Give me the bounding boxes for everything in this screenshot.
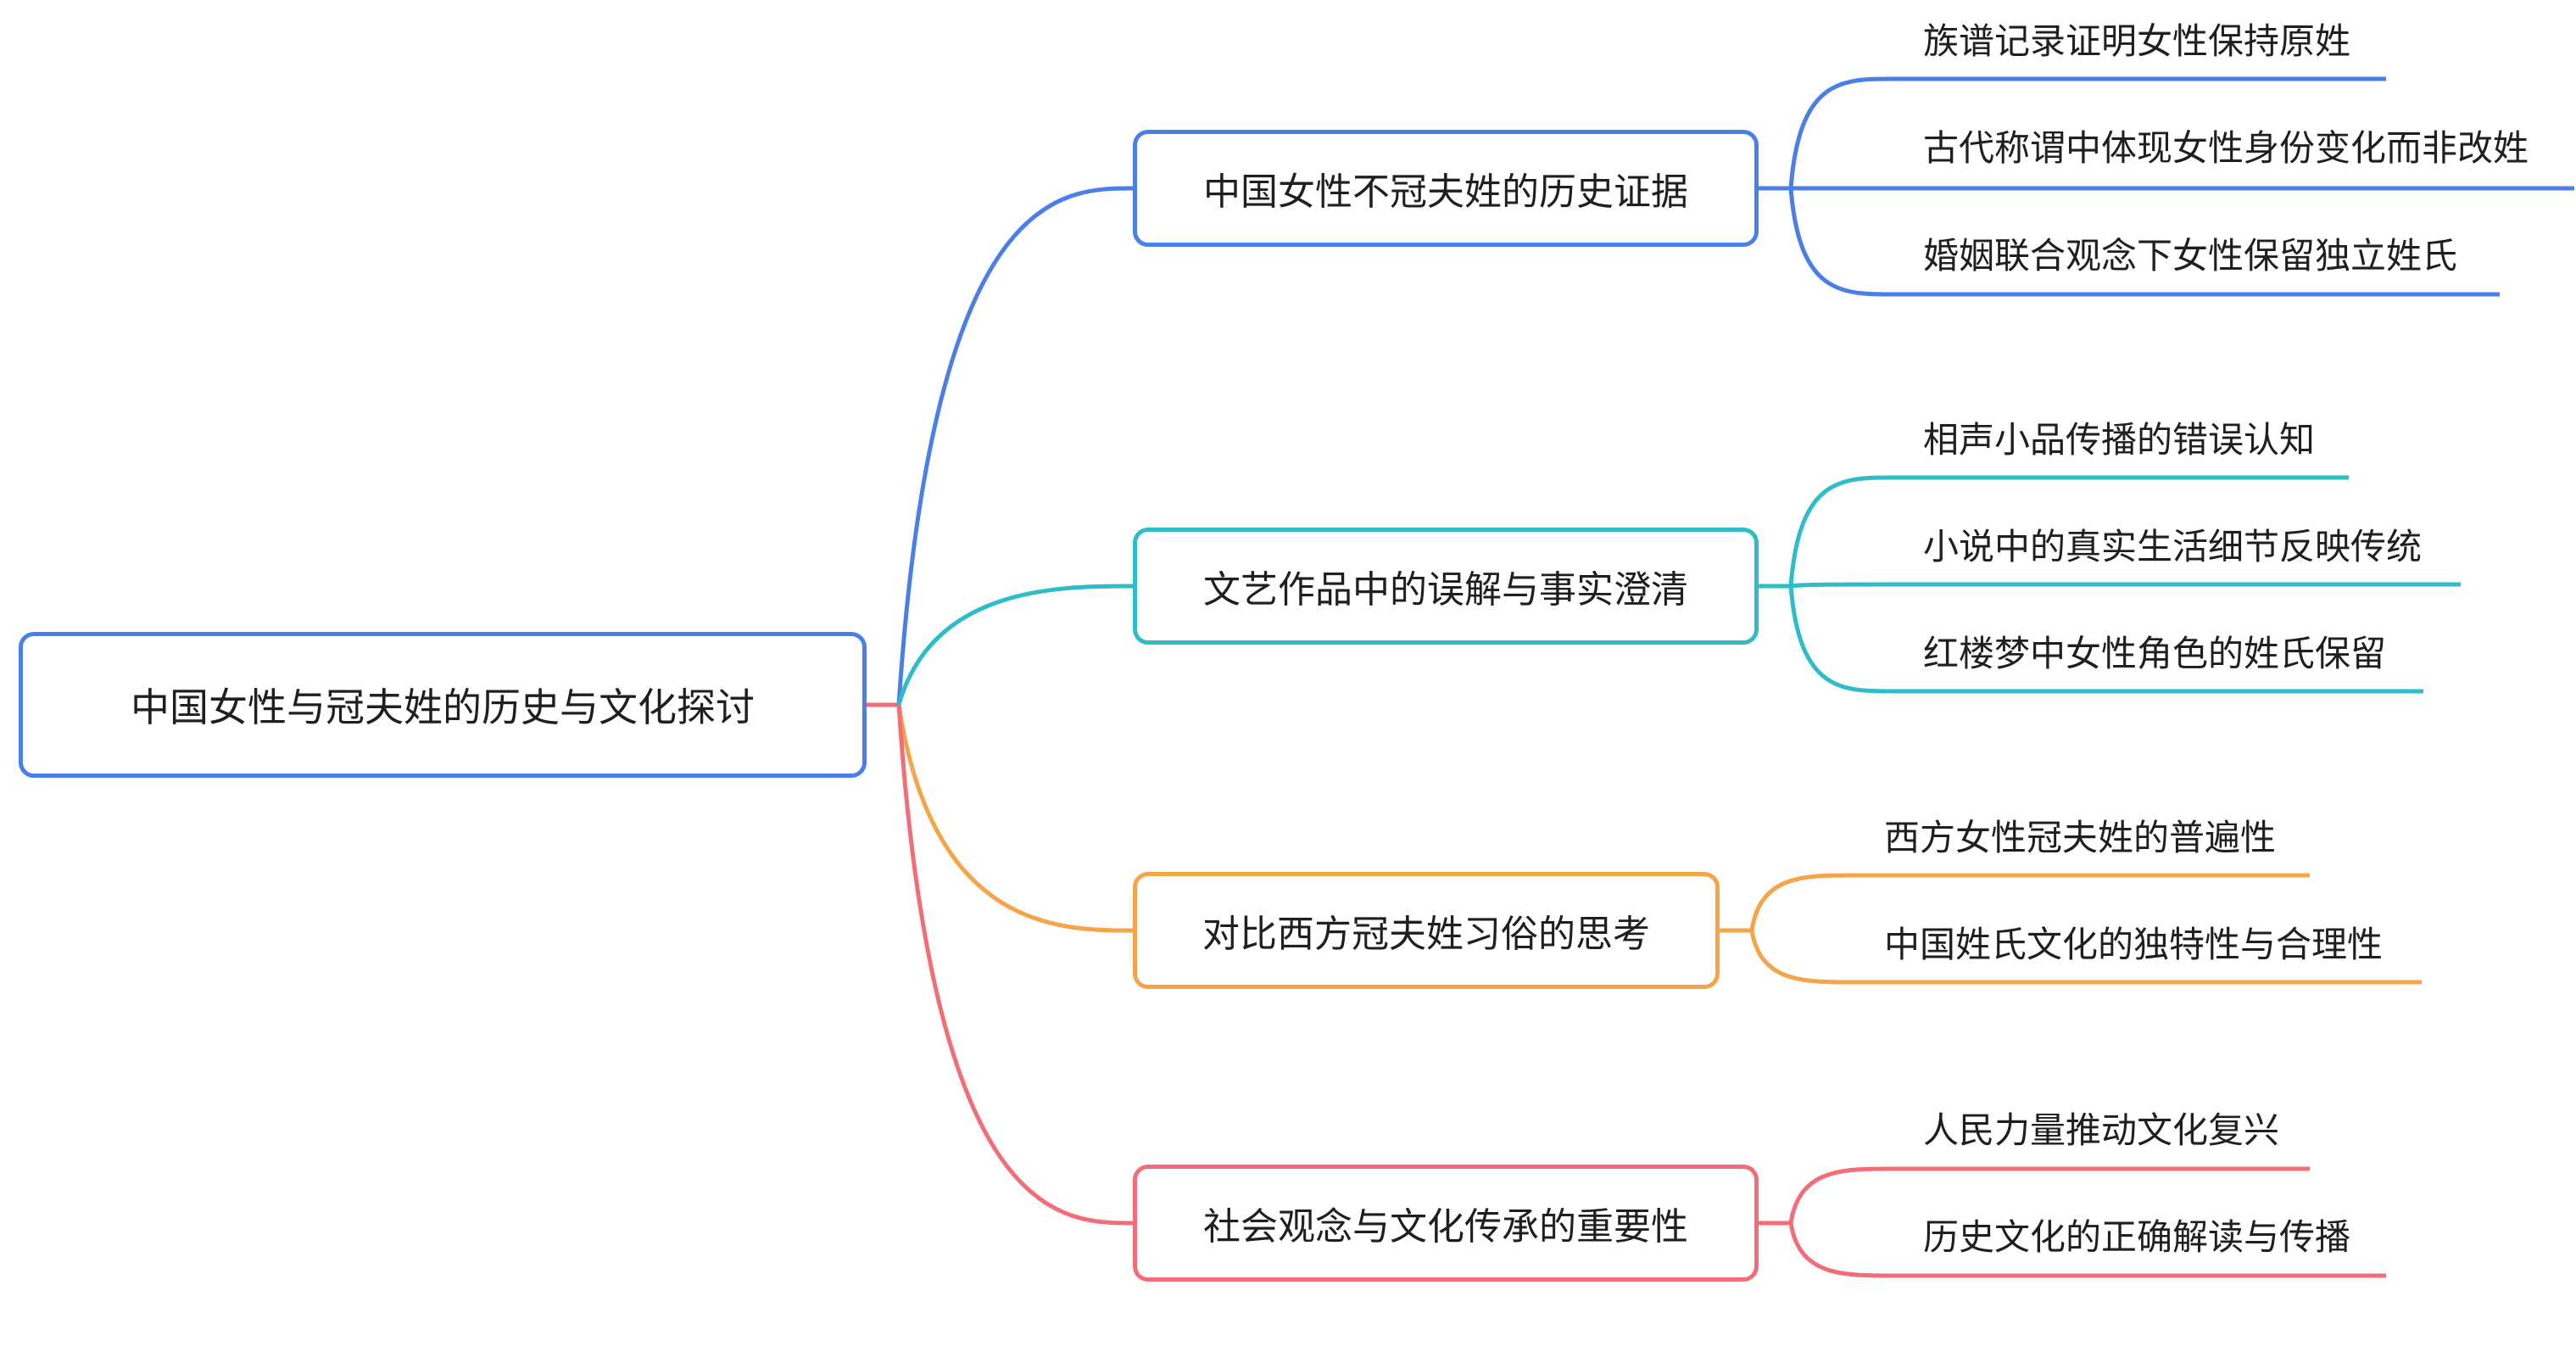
leaf-topic[interactable]: 历史文化的正确解读与传播 xyxy=(1923,1216,2351,1258)
branch-connector-0 xyxy=(896,186,1134,706)
leaf-connectors-0 xyxy=(1759,76,2574,297)
leaf-topic[interactable]: 人民力量推动文化复兴 xyxy=(1923,1109,2280,1151)
branch-topic-arts-misunderstanding[interactable]: 文艺作品中的误解与事实澄清 xyxy=(1133,528,1759,645)
leaf-topic[interactable]: 古代称谓中体现女性身份变化而非改姓 xyxy=(1923,127,2529,169)
leaf-topic[interactable]: 小说中的真实生活细节反映传统 xyxy=(1923,526,2423,567)
leaf-connector xyxy=(1790,582,2461,589)
leaf-connector xyxy=(1788,1222,2386,1278)
leaf-topic[interactable]: 西方女性冠夫姓的普遍性 xyxy=(1884,817,2277,858)
branch-connector-1 xyxy=(896,584,1134,706)
branch-topic-social-heritage[interactable]: 社会观念与文化传承的重要性 xyxy=(1133,1165,1759,1282)
leaf-topic[interactable]: 婚姻联合观念下女性保留独立姓氏 xyxy=(1923,235,2458,277)
leaf-connector xyxy=(1788,585,2423,694)
leaf-connector xyxy=(1788,76,2386,189)
leaf-topic[interactable]: 中国姓氏文化的独特性与合理性 xyxy=(1884,924,2384,965)
leaf-connector xyxy=(1749,930,2422,985)
leaf-connector xyxy=(1788,1166,2310,1224)
leaf-connector xyxy=(1749,873,2310,931)
leaf-connectors-3 xyxy=(1759,1166,2386,1278)
branch-connector-3 xyxy=(896,704,1134,1226)
leaf-topic[interactable]: 红楼梦中女性角色的姓氏保留 xyxy=(1923,633,2387,674)
branch-connector-2 xyxy=(896,704,1134,933)
root-topic[interactable]: 中国女性与冠夫姓的历史与文化探讨 xyxy=(19,632,867,778)
leaf-connector xyxy=(1788,475,2349,587)
leaf-topic[interactable]: 相声小品传播的错误认知 xyxy=(1923,419,2316,461)
leaf-connector xyxy=(1788,187,2500,297)
leaf-connectors-1 xyxy=(1759,475,2461,694)
branch-topic-western-comparison[interactable]: 对比西方冠夫姓习俗的思考 xyxy=(1133,872,1720,989)
branch-topic-history-evidence[interactable]: 中国女性不冠夫姓的历史证据 xyxy=(1133,130,1759,247)
leaf-connectors-2 xyxy=(1720,873,2422,985)
leaf-topic[interactable]: 族谱记录证明女性保持原姓 xyxy=(1923,20,2351,62)
